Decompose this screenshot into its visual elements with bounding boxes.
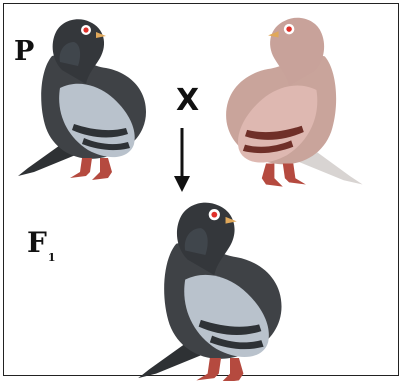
ash-red-pigeon-icon [226,17,363,187]
parent-generation-label: P [14,36,35,67]
dark-pigeon-icon [18,19,146,181]
down-arrow-icon [174,128,190,192]
filial-generation-label: F1 [27,226,56,264]
offspring-dark-pigeon-icon [138,202,282,381]
cross-symbol: X [176,83,200,118]
filial-generation-letter: F [27,226,47,259]
filial-generation-subscript: 1 [47,250,56,264]
